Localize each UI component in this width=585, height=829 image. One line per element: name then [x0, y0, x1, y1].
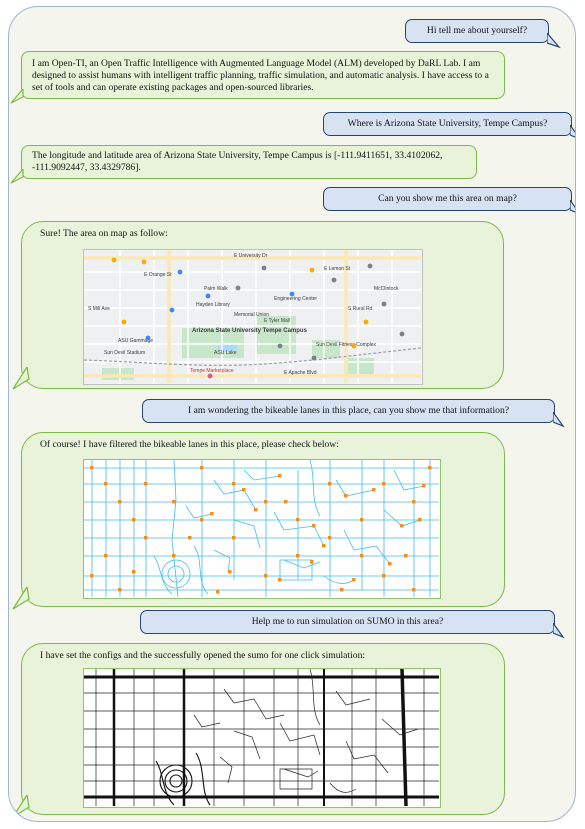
user-message: Where is Arizona State University, Tempe…	[323, 112, 572, 136]
assistant-bubble-tail	[10, 89, 24, 104]
chat-frame: Hi tell me about yourself? I am Open-TI,…	[8, 6, 576, 822]
map-label: ASU Lake	[214, 350, 237, 356]
bike-lanes-canvas	[84, 460, 439, 597]
user-message: Help me to run simulation on SUMO in thi…	[140, 610, 555, 634]
map-label: E Apache Blvd	[284, 370, 317, 376]
map-label: E Lemon St	[324, 266, 351, 272]
map-label: Tempe Marketplace	[190, 368, 234, 374]
map-figure[interactable]: E University Dr E Apache Blvd S Rural Rd…	[83, 249, 423, 385]
map-label: E Orange St	[144, 272, 172, 278]
map-canvas: E University Dr E Apache Blvd S Rural Rd…	[84, 250, 421, 383]
user-bubble-tail	[553, 412, 565, 428]
map-label: Sun Devil Stadium	[104, 350, 145, 356]
message-text: Can you show me this area on map?	[378, 193, 517, 204]
assistant-bubble-tail	[10, 169, 24, 184]
user-bubble-tail	[570, 200, 575, 213]
message-text: Where is Arizona State University, Tempe…	[347, 118, 548, 129]
map-label: Engineering Center	[274, 296, 317, 302]
message-text: Help me to run simulation on SUMO in thi…	[251, 616, 444, 627]
sumo-simulation-figure[interactable]	[83, 668, 441, 808]
assistant-bubble-tail	[12, 367, 30, 390]
sumo-network-canvas	[84, 669, 439, 806]
assistant-message: The longitude and latitude area of Arizo…	[21, 145, 477, 179]
user-message: I am wondering the bikeable lanes in thi…	[142, 399, 555, 423]
message-text: I am Open-TI, an Open Traffic Intelligen…	[32, 58, 489, 93]
map-label: ASU Gammage	[118, 338, 153, 344]
map-label: McClintock	[374, 286, 399, 292]
assistant-bubble-tail	[12, 795, 30, 818]
message-text: Of course! I have filtered the bikeable …	[40, 439, 339, 450]
assistant-bubble-tail	[12, 587, 30, 610]
map-label: S Mill Ave	[88, 306, 110, 312]
message-text: Hi tell me about yourself?	[426, 25, 528, 36]
map-label: S Rural Rd	[348, 306, 373, 312]
map-label: Hayden Library	[196, 302, 230, 308]
map-label: Memorial Union	[234, 312, 269, 318]
user-bubble-tail	[553, 623, 565, 639]
map-label: Palm Walk	[204, 286, 228, 292]
message-text: I have set the configs and the successfu…	[40, 650, 366, 661]
map-label: E University Dr	[234, 253, 268, 259]
map-label-university: Arizona State University Tempe Campus	[192, 328, 308, 334]
user-bubble-tail	[570, 125, 575, 138]
message-text: The longitude and latitude area of Arizo…	[32, 150, 443, 173]
map-label: Sun Devil Fitness Complex	[316, 342, 377, 348]
user-bubble-tail	[547, 33, 561, 49]
map-label: E Tyler Mall	[264, 318, 290, 324]
user-message: Hi tell me about yourself?	[405, 19, 549, 43]
message-text: Sure! The area on map as follow:	[40, 228, 168, 239]
bikeable-lanes-figure[interactable]	[83, 459, 441, 599]
assistant-message: I am Open-TI, an Open Traffic Intelligen…	[21, 51, 505, 99]
lane-nodes	[90, 466, 432, 594]
message-text: I am wondering the bikeable lanes in thi…	[187, 405, 510, 416]
user-message: Can you show me this area on map?	[323, 187, 572, 211]
map-pins	[111, 257, 405, 379]
